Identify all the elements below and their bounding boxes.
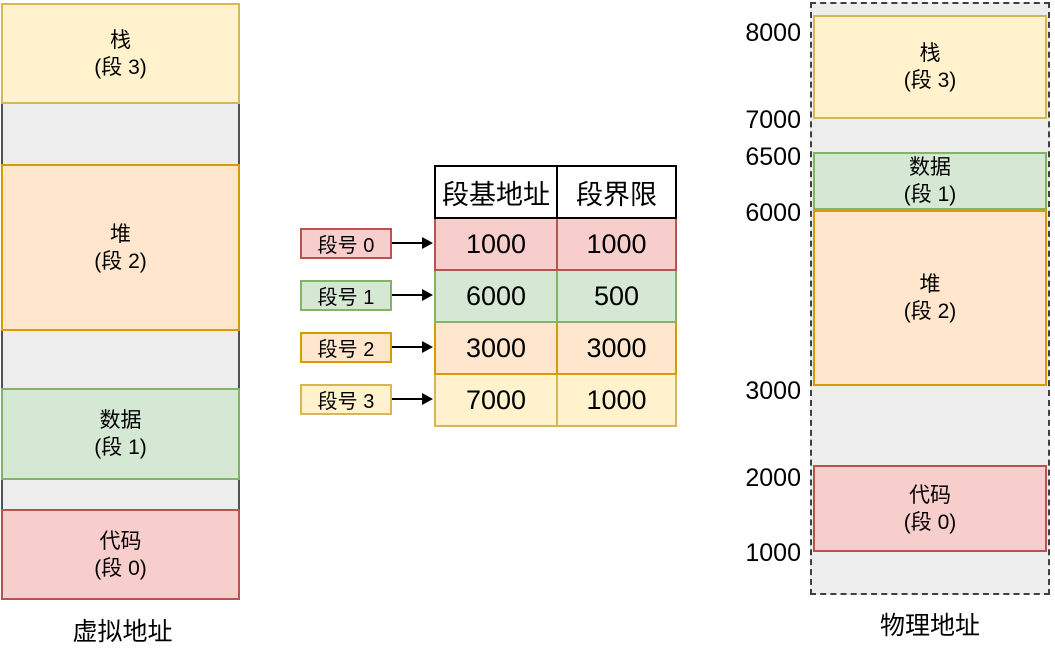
physical-segment-data: 数据 (段 1) xyxy=(813,152,1047,210)
table-row: 6000 500 xyxy=(434,269,677,323)
address-label-1000: 1000 xyxy=(745,539,801,567)
segment-subtitle: (段 1) xyxy=(903,183,957,206)
limit-cell-seg0: 1000 xyxy=(556,217,677,271)
chip-label: 段号 2 xyxy=(317,339,375,361)
virtual-segment-heap: 堆 (段 2) xyxy=(1,164,240,331)
segment-subtitle: (段 2) xyxy=(94,249,147,273)
segment-table-header-row: 段基地址 段界限 xyxy=(434,165,677,219)
arrow-icon xyxy=(392,346,422,348)
address-label-7000: 7000 xyxy=(745,106,801,134)
arrow-icon xyxy=(392,242,422,244)
address-label-8000: 8000 xyxy=(745,19,801,47)
segment-title: 数据 xyxy=(909,156,951,179)
segment-title: 代码 xyxy=(909,483,951,507)
address-label-3000: 3000 xyxy=(745,377,801,405)
segment-subtitle: (段 3) xyxy=(94,55,147,79)
segment-subtitle: (段 0) xyxy=(94,556,147,580)
table-row: 7000 1000 xyxy=(434,373,677,427)
physical-memory-caption: 物理地址 xyxy=(879,612,980,640)
segment-title: 栈 xyxy=(110,28,131,52)
segment-subtitle: (段 0) xyxy=(903,510,957,534)
segment-title: 堆 xyxy=(919,273,941,296)
limit-cell-seg2: 3000 xyxy=(556,321,677,375)
limit-cell-seg1: 500 xyxy=(556,269,677,323)
address-label-6500: 6500 xyxy=(745,143,801,171)
base-cell-seg1: 6000 xyxy=(434,269,558,323)
segment-title: 栈 xyxy=(919,42,941,65)
segment-number-chip-3: 段号 3 xyxy=(300,384,392,415)
chip-label: 段号 3 xyxy=(317,391,375,413)
chip-label: 段号 1 xyxy=(317,287,375,309)
arrowhead-icon xyxy=(422,393,433,405)
arrowhead-icon xyxy=(422,289,433,301)
segment-number-chip-1: 段号 1 xyxy=(300,280,392,311)
column-header-base: 段基地址 xyxy=(434,165,558,219)
table-row: 3000 3000 xyxy=(434,321,677,375)
virtual-memory-caption: 虚拟地址 xyxy=(72,618,173,646)
segment-number-chip-0: 段号 0 xyxy=(300,228,392,259)
chip-label: 段号 0 xyxy=(317,235,375,257)
virtual-segment-stack: 栈 (段 3) xyxy=(1,3,240,104)
column-header-limit: 段界限 xyxy=(556,165,677,219)
base-cell-seg3: 7000 xyxy=(434,373,558,427)
table-row: 1000 1000 xyxy=(434,217,677,271)
segment-subtitle: (段 3) xyxy=(903,69,957,92)
arrowhead-icon xyxy=(422,341,433,353)
virtual-segment-code: 代码 (段 0) xyxy=(1,509,240,600)
physical-segment-stack: 栈 (段 3) xyxy=(813,15,1047,119)
physical-segment-heap: 堆 (段 2) xyxy=(813,210,1047,386)
arrowhead-icon xyxy=(422,237,433,249)
arrow-icon xyxy=(392,294,422,296)
virtual-memory-column: 栈 (段 3) 堆 (段 2) 数据 (段 1) 代码 (段 0) 虚拟地址 xyxy=(0,0,241,651)
base-cell-seg0: 1000 xyxy=(434,217,558,271)
segment-number-chip-2: 段号 2 xyxy=(300,332,392,363)
virtual-gap xyxy=(1,478,240,511)
virtual-gap xyxy=(1,329,240,390)
base-cell-seg2: 3000 xyxy=(434,321,558,375)
segment-subtitle: (段 1) xyxy=(94,436,147,459)
segment-subtitle: (段 2) xyxy=(903,300,957,323)
virtual-gap xyxy=(1,102,240,166)
physical-segment-code: 代码 (段 0) xyxy=(813,465,1047,552)
address-label-6000: 6000 xyxy=(745,199,801,227)
segment-title: 代码 xyxy=(99,529,142,553)
segment-title: 堆 xyxy=(110,222,131,246)
arrow-icon xyxy=(392,398,422,400)
segment-table: 段基地址 段界限 1000 1000 6000 500 3000 3000 70… xyxy=(434,165,677,427)
address-label-2000: 2000 xyxy=(745,464,801,492)
virtual-segment-data: 数据 (段 1) xyxy=(1,388,240,480)
limit-cell-seg3: 1000 xyxy=(556,373,677,427)
segment-title: 数据 xyxy=(99,409,142,432)
